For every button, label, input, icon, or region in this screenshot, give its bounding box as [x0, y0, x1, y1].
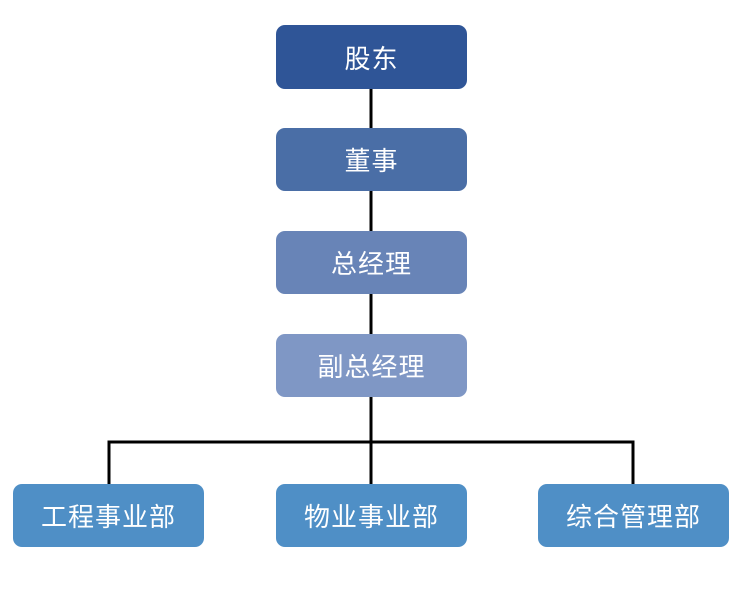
- node-property-division-label: 物业事业部: [303, 503, 439, 533]
- node-shareholders: 股东: [276, 25, 467, 89]
- node-board: 董事: [276, 128, 467, 191]
- node-deputy-general-manager: 副总经理: [276, 334, 467, 397]
- node-shareholders-label: 股东: [344, 44, 399, 75]
- connector-division-bus: [107, 440, 635, 484]
- node-engineering-division: 工程事业部: [13, 484, 204, 547]
- node-general-manager-label: 总经理: [330, 250, 412, 280]
- node-general-management-division: 综合管理部: [538, 484, 729, 547]
- node-general-manager: 总经理: [276, 231, 467, 294]
- node-board-label: 董事: [344, 147, 399, 177]
- node-engineering-division-label: 工程事业部: [40, 503, 176, 533]
- node-deputy-general-manager-label: 副总经理: [317, 353, 426, 383]
- node-general-management-division-label: 综合管理部: [565, 503, 701, 533]
- node-property-division: 物业事业部: [276, 484, 467, 547]
